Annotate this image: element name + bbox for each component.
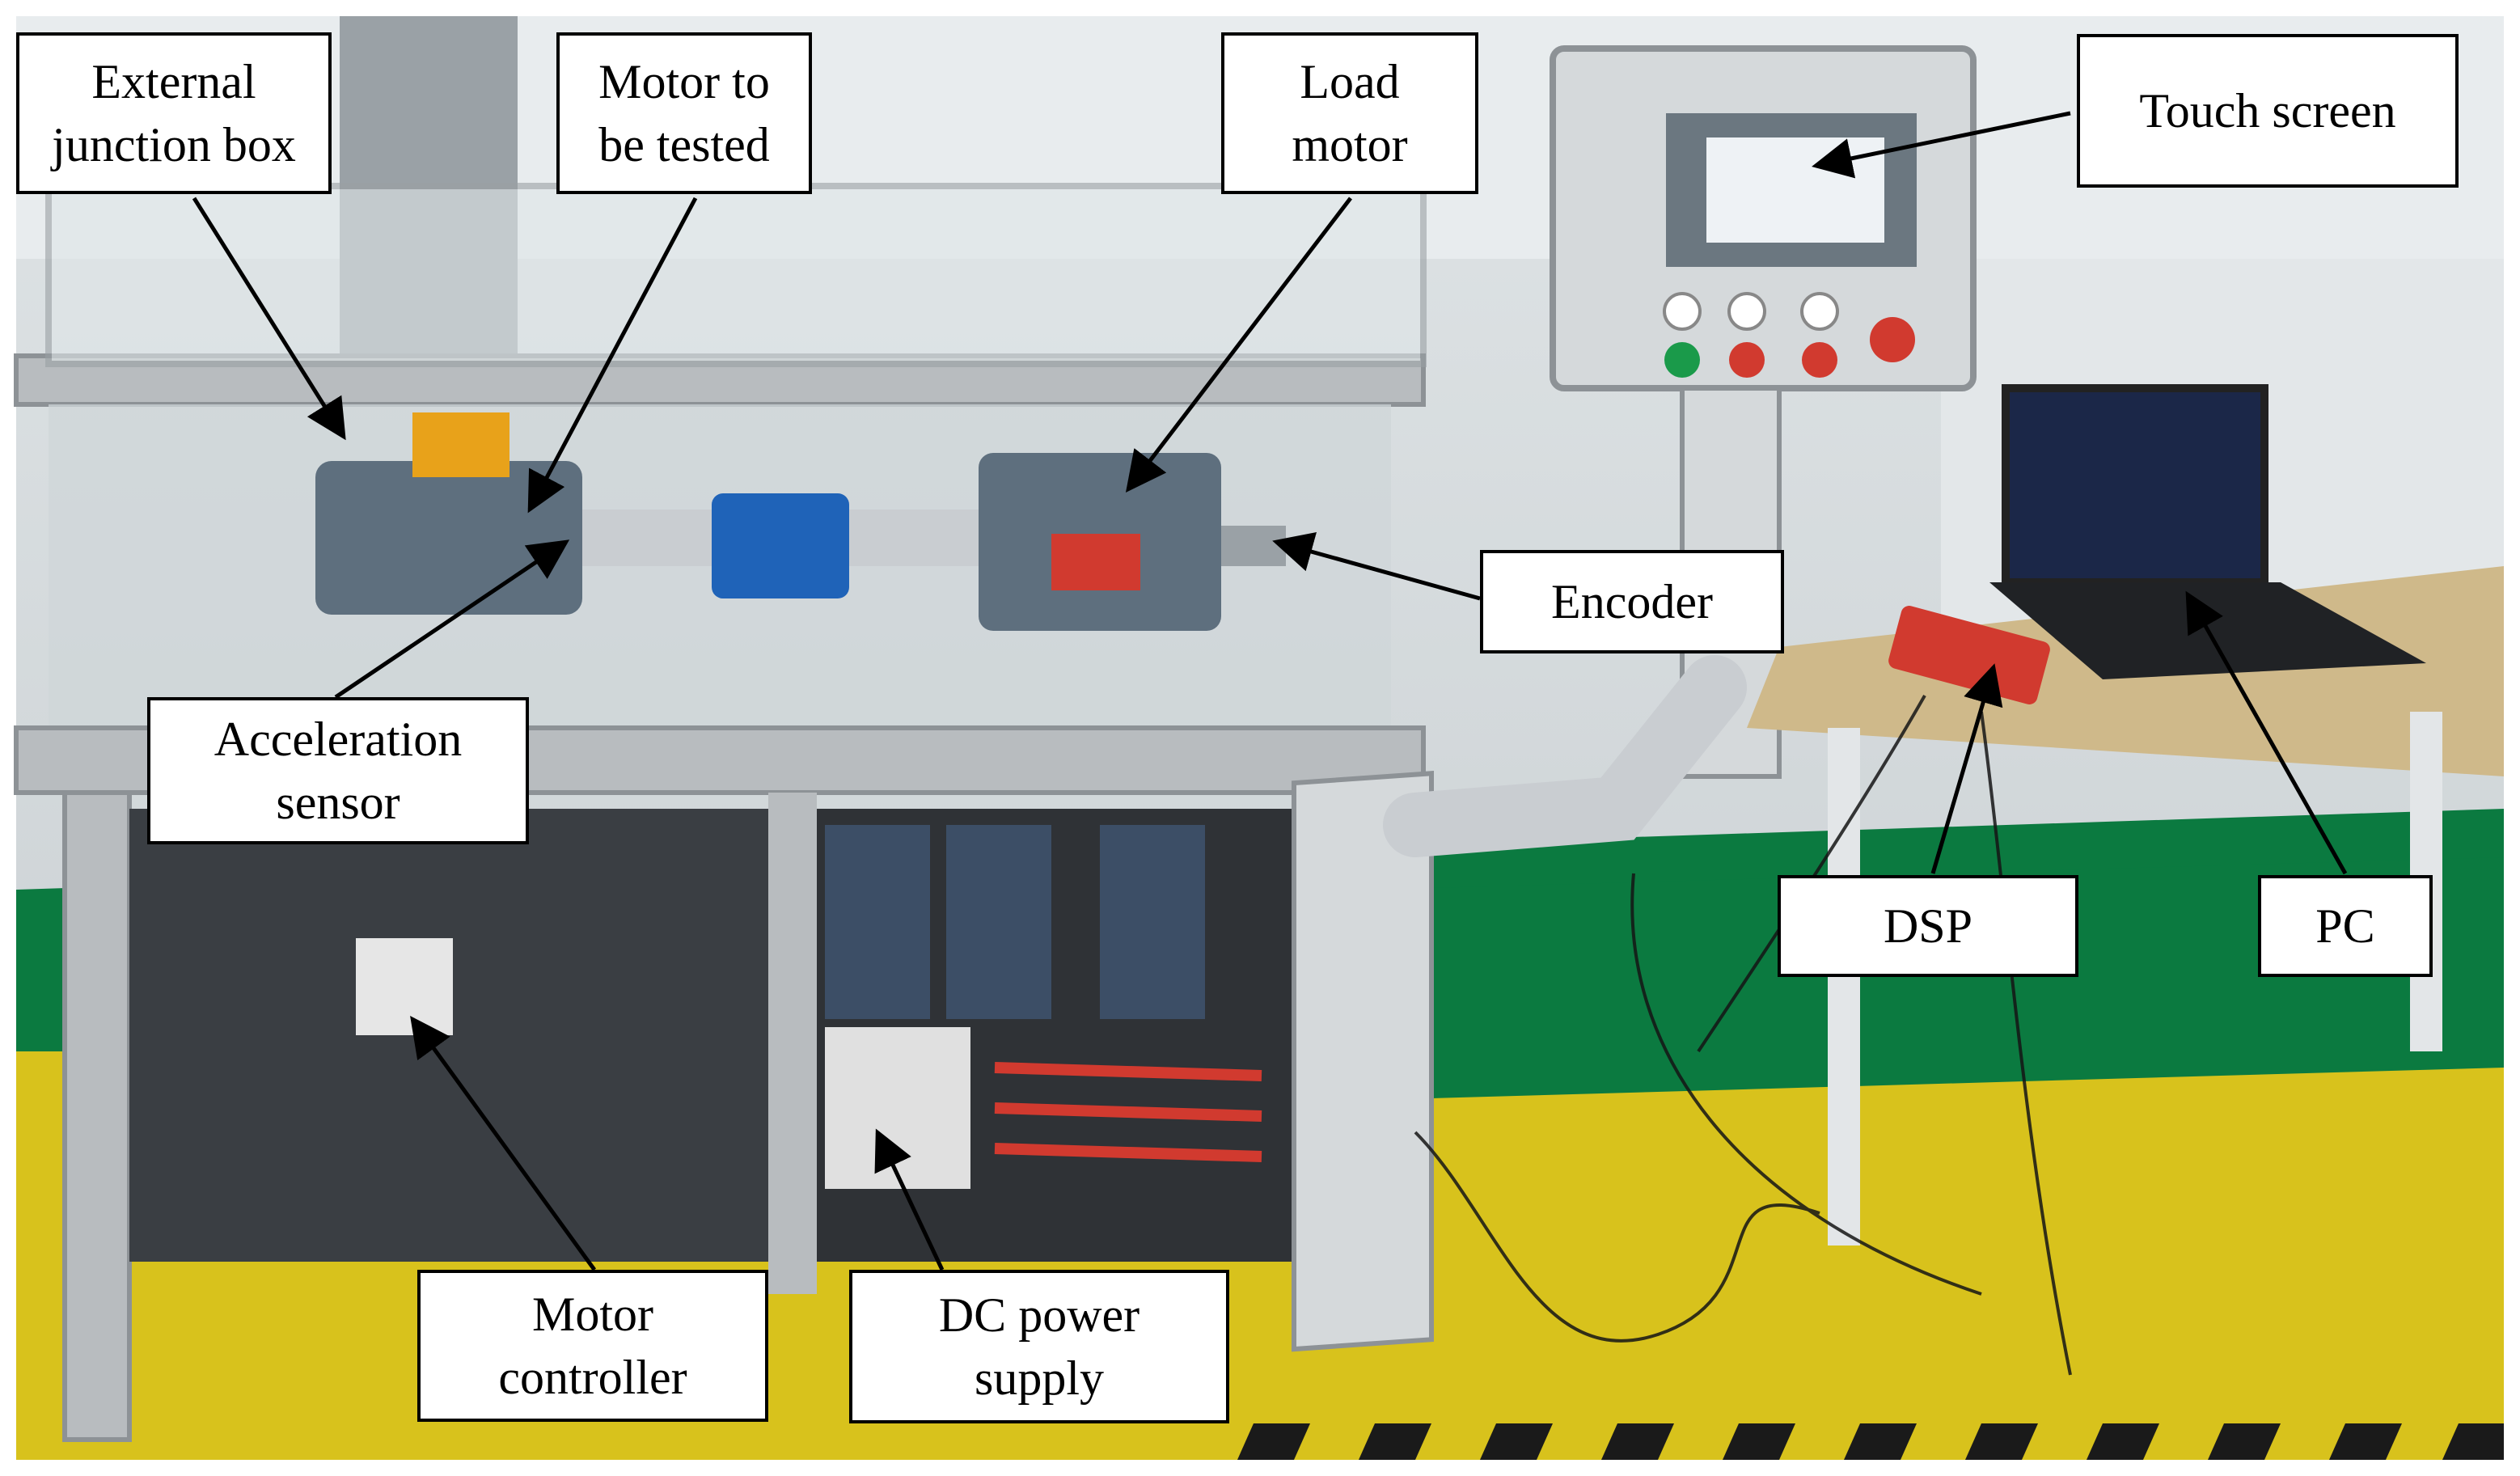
arrow-motor-tested <box>527 197 698 514</box>
label-text: Acceleration <box>214 713 463 766</box>
label-text: Encoder <box>1551 575 1713 628</box>
arrow-dc-power-supply <box>874 1128 945 1271</box>
arrow-pc <box>2185 590 2348 875</box>
arrow-motor-controller <box>410 1015 597 1271</box>
arrow-encoder <box>1272 531 1481 601</box>
label-external-junction-box: External junction box <box>16 32 332 194</box>
annotation-arrows <box>192 111 2348 1271</box>
label-motor-to-be-tested: Motor to be tested <box>556 32 812 194</box>
arrow-dsp <box>1930 663 2003 874</box>
label-text: Motor to <box>598 55 770 108</box>
bench-components <box>315 412 1286 1189</box>
label-text: junction box <box>52 118 296 171</box>
label-text: controller <box>498 1351 687 1404</box>
label-text: DSP <box>1883 899 1973 953</box>
arrow-acceleration-sensor <box>334 539 570 700</box>
junction-box <box>412 412 509 477</box>
label-text: be tested <box>598 118 770 171</box>
label-text: DC power <box>938 1288 1140 1342</box>
arrow-touch-screen <box>1812 111 2071 179</box>
label-text: supply <box>974 1351 1105 1405</box>
label-text: Load <box>1300 55 1400 108</box>
label-text: sensor <box>276 776 400 829</box>
label-text: Motor <box>532 1288 653 1341</box>
label-text: motor <box>1292 118 1408 171</box>
label-dsp: DSP <box>1778 875 2078 977</box>
label-touch-screen: Touch screen <box>2077 34 2459 188</box>
arrow-junction-box <box>192 197 346 441</box>
label-encoder: Encoder <box>1480 550 1784 653</box>
label-motor-controller: Motor controller <box>417 1270 768 1422</box>
label-text: External <box>91 55 256 108</box>
cabinet-door <box>1292 771 1434 1352</box>
cables <box>1414 695 2072 1376</box>
arrow-load-motor <box>1125 197 1352 493</box>
label-text: PC <box>2315 899 2375 953</box>
laptop-screen <box>2002 384 2268 586</box>
torque-coupling <box>712 493 849 598</box>
label-text: Touch screen <box>2139 84 2396 137</box>
hazard-stripes <box>1237 1423 2504 1460</box>
label-pc: PC <box>2258 875 2433 977</box>
label-dc-power-supply: DC power supply <box>849 1270 1229 1423</box>
dsp-unit <box>1888 606 2050 704</box>
label-load-motor: Load motor <box>1221 32 1478 194</box>
label-acceleration-sensor: Acceleration sensor <box>147 697 529 844</box>
